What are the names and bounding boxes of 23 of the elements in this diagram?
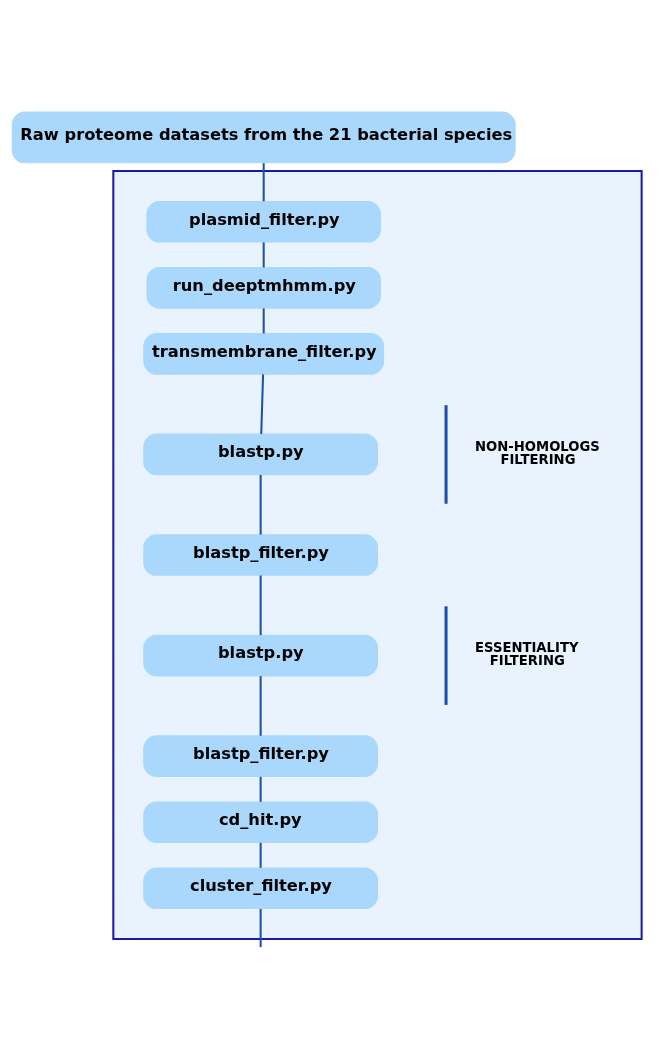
connector (262, 307, 265, 333)
node-box: Raw proteome datasets from the 21 bacterial species (11, 111, 516, 163)
connector (259, 675, 262, 736)
label: NON-HOMOLOGS FILTERING (475, 438, 600, 467)
node-box: run_deeptmhmm.py (146, 266, 382, 309)
connector (259, 908, 262, 947)
node-box: blastp_filter.py (143, 734, 378, 777)
node-box: blastp.py (143, 634, 378, 676)
connector (260, 373, 265, 434)
connector (259, 776, 262, 802)
node-box: plasmid_filter.py (146, 200, 382, 243)
connector (262, 241, 265, 267)
connector (259, 575, 262, 635)
node-box: transmembrane_filter.py (143, 332, 385, 375)
node-box: cd_hit.py (143, 800, 378, 843)
cluster (112, 169, 643, 940)
label: ESSENTIALITY FILTERING (475, 639, 579, 668)
connector (259, 474, 262, 535)
node-box: blastp.py (143, 433, 378, 475)
connector (259, 842, 262, 868)
node-box: blastp_filter.py (143, 533, 378, 576)
connector (262, 162, 265, 201)
node-box: cluster_filter.py (143, 866, 378, 909)
